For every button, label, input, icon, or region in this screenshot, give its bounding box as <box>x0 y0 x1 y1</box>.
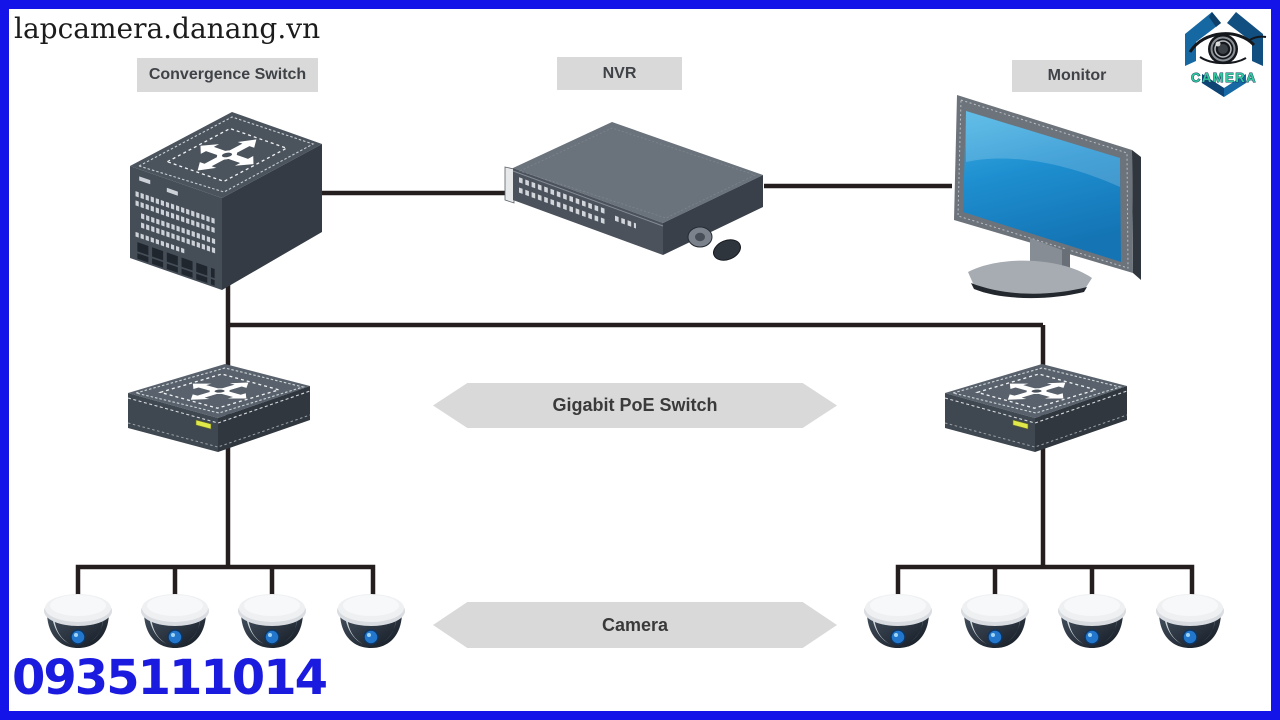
site-title: lapcamera.danang.vn <box>14 12 321 45</box>
nvr-device <box>504 122 763 261</box>
phone-number: 0935111014 <box>12 650 328 706</box>
poe-switch-left-device <box>128 364 310 452</box>
camera-group-right <box>863 593 1225 649</box>
label-convergence-switch: Convergence Switch <box>137 58 318 92</box>
camera-group-left <box>43 593 406 649</box>
edge-camera-tree-right <box>895 564 1195 601</box>
dome-camera <box>1155 593 1225 649</box>
dome-camera <box>43 593 113 649</box>
convergence-switch-device <box>130 112 322 290</box>
banner-camera: Camera <box>433 602 837 648</box>
dome-camera <box>336 593 406 649</box>
camera-logo: CAMERA <box>1185 12 1267 97</box>
dome-camera <box>863 593 933 649</box>
logo-wordmark: CAMERA <box>1191 70 1257 85</box>
monitor-device <box>954 95 1141 299</box>
dome-camera <box>1057 593 1127 649</box>
dome-camera <box>960 593 1030 649</box>
label-monitor: Monitor <box>1012 60 1142 92</box>
label-nvr: NVR <box>557 57 682 90</box>
edge-camera-tree-left <box>75 564 376 601</box>
dome-camera <box>140 593 210 649</box>
banner-gigabit-poe-switch: Gigabit PoE Switch <box>433 383 837 428</box>
poe-switch-right-device <box>945 364 1127 452</box>
dome-camera <box>237 593 307 649</box>
